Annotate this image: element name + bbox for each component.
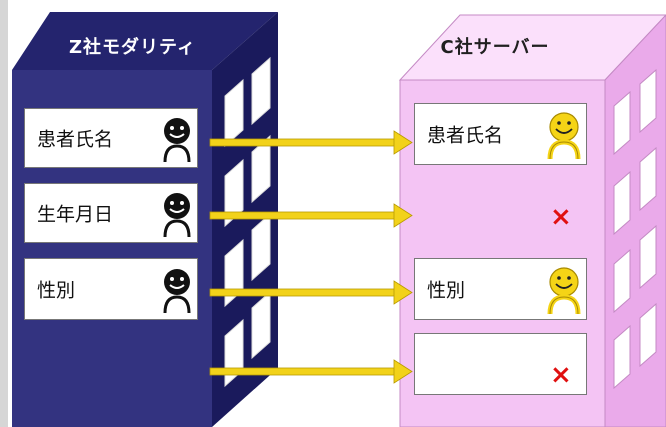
arrow-empty xyxy=(209,359,413,384)
right-server-title: C社サーバー xyxy=(440,37,550,58)
right-field-patient-name: 患者氏名 xyxy=(414,103,587,165)
face-yellow-icon xyxy=(547,267,581,315)
field-label: 性別 xyxy=(427,279,466,302)
left-server-building xyxy=(12,12,278,427)
face-black-icon xyxy=(163,118,191,163)
x-mark-icon: × xyxy=(550,202,572,232)
field-label: 患者氏名 xyxy=(427,124,504,147)
right-field-birth-date-missing: × xyxy=(414,180,587,240)
arrow-patient-name xyxy=(209,130,413,155)
arrow-birth-date xyxy=(209,203,413,228)
arrow-sex xyxy=(209,280,413,305)
right-building-windows xyxy=(613,68,657,390)
face-black-icon xyxy=(163,193,191,238)
left-building-windows xyxy=(224,56,271,388)
mapping-arrows xyxy=(209,130,413,384)
face-yellow-icon xyxy=(547,112,581,160)
left-edge-strip xyxy=(0,0,8,427)
field-label: 生年月日 xyxy=(37,203,114,226)
field-label: 性別 xyxy=(37,279,76,302)
left-building-top xyxy=(12,12,278,70)
left-field-birth-date: 生年月日 xyxy=(24,183,198,243)
right-field-empty: × xyxy=(414,333,587,395)
right-field-sex: 性別 xyxy=(414,258,587,320)
face-black-icon xyxy=(163,269,191,314)
left-field-sex: 性別 xyxy=(24,258,198,320)
field-label: 患者氏名 xyxy=(37,128,114,151)
left-field-patient-name: 患者氏名 xyxy=(24,108,198,168)
left-server-title: Z社モダリティ xyxy=(69,37,196,58)
x-mark-icon: × xyxy=(550,360,572,390)
